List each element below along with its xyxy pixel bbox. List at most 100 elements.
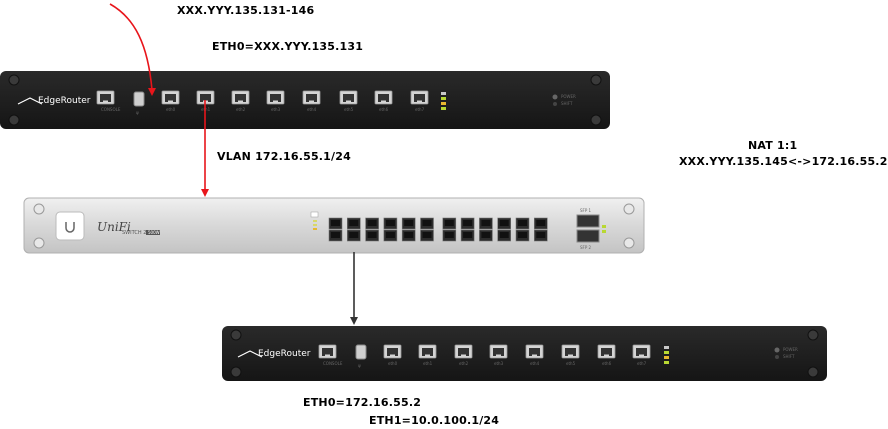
switch-port [533,217,548,230]
eth0-private-label: ETH0=172.16.55.2 [303,396,422,409]
eth0-public-label: ETH0=XXX.YYY.135.131 [212,40,364,53]
reset-button [553,102,557,106]
switch-port [401,229,416,242]
switch-port [383,229,398,242]
sfp-port-1 [576,214,600,228]
usb-icon: ψ [136,110,139,115]
port-eth6 [374,90,393,105]
rack-ear-hole [33,237,45,249]
port-eth0 [161,90,180,105]
rack-ear-hole [807,366,819,378]
sfp-ports: SFP 1 SFP 2 [576,208,606,250]
public-range-label: XXX.YYY.135.131-146 [177,4,315,17]
switch-status-leds [310,211,319,230]
switch-port [515,229,530,242]
rack-ear-hole [230,329,242,341]
switch-port [442,229,457,242]
switch-port [365,229,380,242]
arrow-head-icon [201,189,209,197]
switch-model: SWITCH 24 [122,230,150,236]
unifi-logo-icon [55,211,85,241]
switch-port [478,217,493,230]
switch-port [346,217,361,230]
port-eth0 [383,344,402,359]
console-port-label: CONSOLE [101,107,121,112]
port-label: eth2 [236,107,246,112]
switch-port [365,217,380,230]
model-badge [146,230,160,235]
port-eth3 [489,344,508,359]
port-eth3 [266,90,285,105]
rack-ear-hole [623,203,635,215]
switch-port [497,217,512,230]
ubiquiti-logo-icon [237,350,263,358]
port-label: eth1 [423,361,433,366]
power-label: POWER [783,347,798,352]
rack-ear-hole [807,329,819,341]
sfp-label: SFP 2 [580,245,592,250]
rack-ear-hole [590,114,602,126]
console-port-label: CONSOLE [323,361,343,366]
port-eth6 [597,344,616,359]
switch-port [478,229,493,242]
port-eth2 [454,344,473,359]
router-brand: EdgeRouter [258,349,311,359]
sfp-port-2 [576,229,600,243]
edgerouter-top: EdgeRouter CONSOLE ψ eth0 eth1 eth2 eth3… [0,71,610,129]
rack-ear-hole [590,74,602,86]
wan-uplink-line [109,3,153,91]
port-label: eth6 [602,361,612,366]
rack-ear-hole [8,114,20,126]
port-eth7 [410,90,429,105]
switch-port [383,217,398,230]
usb-port [133,91,145,107]
port-label: eth5 [344,107,354,112]
rack-ear-hole [8,74,20,86]
port-label: eth7 [415,107,425,112]
port-eth2 [231,90,250,105]
port-label: eth5 [566,361,576,366]
shift-label: SHIFT [561,101,573,106]
port-label: eth6 [379,107,389,112]
eth1-private-label: ETH1=10.0.100.1/24 [369,414,500,427]
usb-port [355,344,367,360]
port-label: eth3 [271,107,281,112]
model-badge-text: 500W [148,230,160,235]
port-eth4 [525,344,544,359]
switch-port [497,229,512,242]
router-bottom-ports: eth0 eth1 eth2 eth3 eth4 eth5 eth6 eth7 [383,344,651,366]
arrow-head-icon [350,317,358,325]
usb-icon: ψ [358,363,361,368]
unifi-switch: UniFi SWITCH 24 500W SFP 1 SFP 2 [23,197,645,254]
port-eth5 [339,90,358,105]
nat-title-label: NAT 1:1 [748,139,798,152]
power-led [774,347,780,353]
switch-port [346,229,361,242]
reset-button [775,355,779,359]
port-eth1 [418,344,437,359]
port-label: eth4 [307,107,317,112]
switch-port [420,217,434,230]
ubiquiti-logo-icon [17,97,43,105]
switch-port [328,229,343,242]
port-eth5 [561,344,580,359]
network-diagram: EdgeRouter CONSOLE ψ eth0 eth1 eth2 eth3… [0,3,827,381]
switch-port [460,217,475,230]
port-label: eth0 [166,107,176,112]
switch-port [460,229,475,242]
console-port [318,344,337,359]
nat-map-label: XXX.YYY.135.145<->172.16.55.2 [679,155,888,168]
port-eth7 [632,344,651,359]
switch-port [533,229,548,242]
port-label: eth3 [494,361,504,366]
switch-port [328,217,343,230]
port-label: eth4 [530,361,540,366]
switch-port [420,229,434,242]
router-brand: EdgeRouter [38,96,91,106]
status-leds [664,346,669,364]
switch-port [515,217,530,230]
switch-brand: UniFi [97,220,131,234]
router-bottom-chassis [222,326,827,381]
vlan-label: VLAN 172.16.55.1/24 [217,150,351,163]
rack-ear-hole [230,366,242,378]
